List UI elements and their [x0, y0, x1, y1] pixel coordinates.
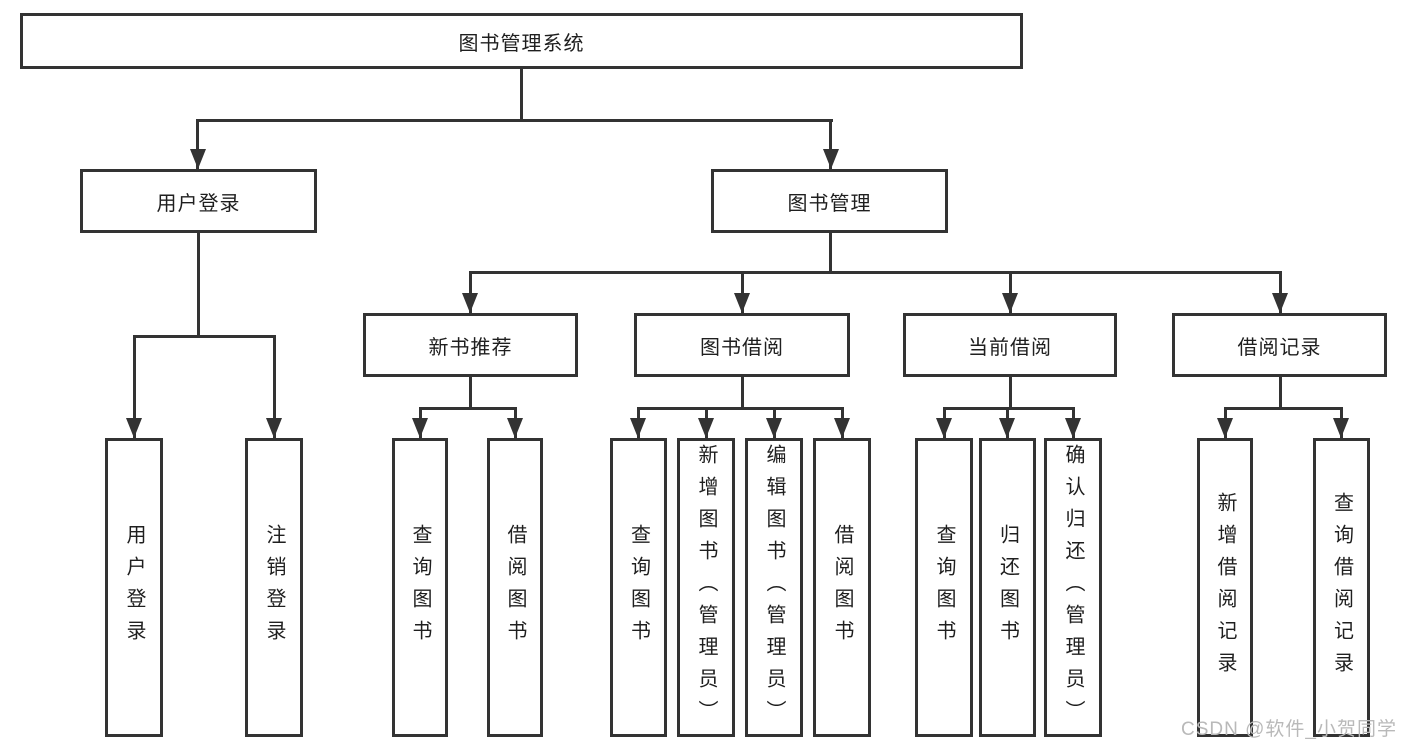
node-current-borrowing-label: 当前借阅	[968, 336, 1052, 359]
arrow-down-icon	[1065, 418, 1081, 438]
connector-l3-drop	[469, 271, 472, 313]
connector-bookmgmt-stem	[829, 233, 832, 271]
leaf-add-borrow-record-label: 新增借阅记录	[1214, 491, 1236, 684]
arrow-down-icon	[936, 418, 952, 438]
node-book-borrowing: 图书借阅	[634, 313, 850, 377]
arrow-down-icon	[630, 418, 646, 438]
node-new-book-recommend-label: 新书推荐	[428, 336, 513, 359]
connector-l3-drop	[741, 271, 744, 313]
leaf-add-borrow-record: 新增借阅记录	[1197, 438, 1253, 737]
leaf-query-books-current-label: 查询图书	[933, 523, 955, 652]
arrow-down-icon	[412, 418, 428, 438]
connector-l3-drop	[1009, 271, 1012, 313]
leaf-borrow-books-recommend-label: 借阅图书	[504, 523, 526, 652]
connector-g5-hline	[1224, 407, 1342, 410]
node-book-management-label: 图书管理	[787, 192, 872, 215]
arrow-down-icon	[462, 293, 478, 313]
connector-bookmgmt-drop	[829, 119, 832, 169]
connector-g4-stem	[1009, 377, 1012, 407]
leaf-query-books-current: 查询图书	[915, 438, 973, 737]
leaf-user-login: 用户登录	[105, 438, 163, 737]
node-current-borrowing: 当前借阅	[903, 313, 1117, 377]
arrow-down-icon	[1002, 293, 1018, 313]
leaf-return-books: 归还图书	[979, 438, 1036, 737]
arrow-down-icon	[823, 149, 839, 169]
leaf-borrow-books-recommend: 借阅图书	[487, 438, 543, 737]
connector-g5-stem	[1279, 377, 1282, 407]
leaf-user-login-label: 用户登录	[123, 523, 145, 652]
leaf-logout: 注销登录	[245, 438, 303, 737]
node-borrowing-records-label: 借阅记录	[1237, 336, 1322, 359]
node-user-login-label: 用户登录	[156, 192, 241, 215]
node-root-label: 图书管理系统	[458, 32, 585, 55]
arrow-down-icon	[507, 418, 523, 438]
connector-g3-stem	[741, 377, 744, 407]
arrow-down-icon	[266, 418, 282, 438]
arrow-down-icon	[190, 149, 206, 169]
leaf-edit-books-admin-label: 编辑图书（管理员）	[763, 443, 785, 732]
leaf-add-books-admin: 新增图书（管理员）	[677, 438, 735, 737]
leaf-query-books-recommend-label: 查询图书	[409, 523, 431, 652]
node-book-management: 图书管理	[711, 169, 948, 233]
connector-g3-hline	[637, 407, 843, 410]
arrow-down-icon	[698, 418, 714, 438]
leaf-return-books-label: 归还图书	[996, 523, 1019, 652]
node-user-login: 用户登录	[80, 169, 317, 233]
arrow-down-icon	[1333, 418, 1349, 438]
csdn-watermark: CSDN @软件_小贺同学	[1181, 719, 1397, 740]
connector-l3-drop	[1279, 271, 1282, 313]
connector-userlogin-drop	[196, 119, 199, 169]
arrow-down-icon	[126, 418, 142, 438]
connector-l1-hline	[196, 119, 833, 122]
connector-userlogin-stem	[197, 233, 200, 335]
connector-g1-drop	[273, 335, 276, 438]
arrow-down-icon	[999, 418, 1015, 438]
leaf-query-books-recommend: 查询图书	[392, 438, 448, 737]
leaf-query-borrow-record-label: 查询借阅记录	[1330, 491, 1353, 684]
arrow-down-icon	[834, 418, 850, 438]
leaf-edit-books-admin: 编辑图书（管理员）	[745, 438, 803, 737]
leaf-query-borrow-record: 查询借阅记录	[1313, 438, 1370, 737]
leaf-add-books-admin-label: 新增图书（管理员）	[695, 443, 717, 732]
arrow-down-icon	[734, 293, 750, 313]
arrow-down-icon	[1217, 418, 1233, 438]
connector-l3-hline	[469, 271, 1281, 274]
connector-g1-drop	[133, 335, 136, 438]
connector-root-stem	[520, 69, 523, 119]
node-borrowing-records: 借阅记录	[1172, 313, 1387, 377]
leaf-query-books-borrow: 查询图书	[610, 438, 667, 737]
node-root-library-system: 图书管理系统	[20, 13, 1023, 69]
node-new-book-recommend: 新书推荐	[363, 313, 578, 377]
node-book-borrowing-label: 图书借阅	[700, 336, 784, 359]
leaf-confirm-return-admin: 确认归还（管理员）	[1044, 438, 1102, 737]
leaf-confirm-return-admin-label: 确认归还（管理员）	[1062, 443, 1084, 732]
leaf-borrow-books-label: 借阅图书	[831, 523, 853, 652]
leaf-logout-label: 注销登录	[263, 523, 285, 652]
arrow-down-icon	[1272, 293, 1288, 313]
leaf-query-books-borrow-label: 查询图书	[627, 523, 650, 652]
connector-g2-stem	[469, 377, 472, 407]
leaf-borrow-books: 借阅图书	[813, 438, 871, 737]
arrow-down-icon	[766, 418, 782, 438]
connector-g2-hline	[419, 407, 517, 410]
connector-userlogin-hline	[133, 335, 276, 338]
